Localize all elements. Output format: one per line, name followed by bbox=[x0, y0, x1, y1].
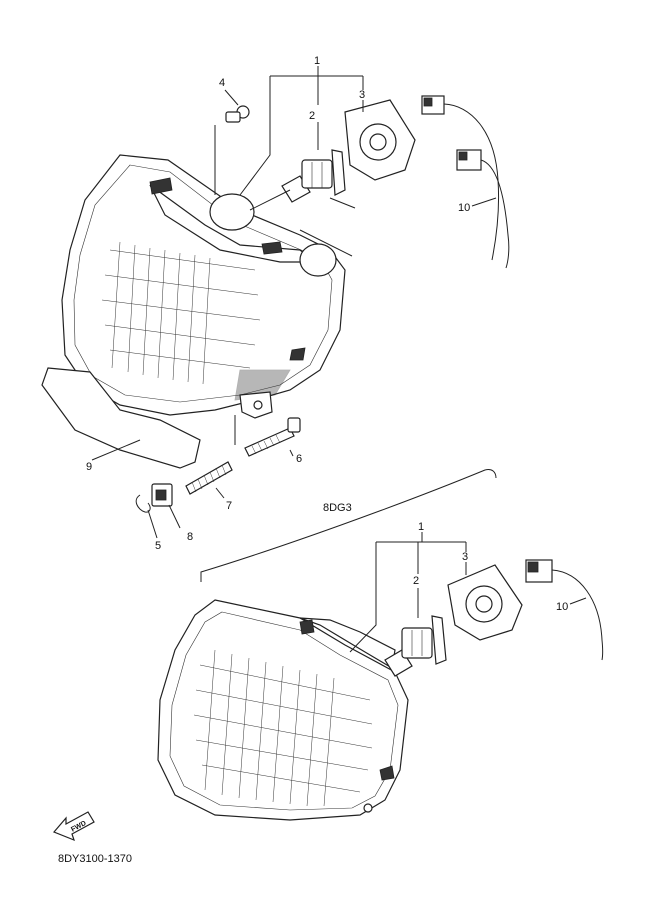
callout-1: 1 bbox=[418, 521, 424, 533]
adjuster-screw bbox=[244, 417, 301, 457]
callout-3: 3 bbox=[359, 89, 365, 101]
part-number: 8DY3100-1370 bbox=[58, 853, 132, 865]
trim-strip bbox=[41, 367, 201, 469]
lower-wiring-harness bbox=[525, 559, 604, 661]
callout-9: 9 bbox=[86, 461, 92, 473]
callout-7: 7 bbox=[226, 500, 232, 512]
upper-bulb bbox=[281, 149, 346, 203]
callout-4: 4 bbox=[219, 77, 225, 89]
lower-bulb bbox=[384, 615, 447, 677]
callout-5: 5 bbox=[155, 540, 161, 552]
callout-8: 8 bbox=[187, 531, 193, 543]
upper-bulb-cover bbox=[344, 99, 416, 181]
upper-leader-lines bbox=[91, 66, 497, 539]
upper-wiring-harness bbox=[421, 95, 510, 269]
lower-headlight-assembly: 1 2 3 10 bbox=[157, 521, 604, 821]
spring bbox=[185, 461, 233, 495]
upper-screw bbox=[225, 105, 250, 123]
upper-headlight-unit bbox=[61, 154, 346, 419]
upper-callout-labels: 1 2 3 4 6 7 8 5 9 10 bbox=[86, 55, 470, 552]
callout-10: 10 bbox=[556, 601, 568, 613]
callout-2: 2 bbox=[309, 110, 315, 122]
upper-headlight-assembly: 1 2 3 4 6 7 8 5 9 10 bbox=[41, 55, 510, 552]
clip-nut bbox=[151, 483, 173, 507]
lower-bulb-cover bbox=[447, 564, 523, 641]
clip bbox=[135, 494, 151, 513]
callout-3: 3 bbox=[462, 551, 468, 563]
variant-divider: 8DG3 bbox=[200, 469, 497, 582]
lower-leader-lines bbox=[349, 532, 587, 653]
callout-2: 2 bbox=[413, 575, 419, 587]
callout-1: 1 bbox=[314, 55, 320, 67]
lower-headlight-unit bbox=[157, 599, 409, 821]
lower-callout-labels: 1 2 3 10 bbox=[413, 521, 568, 613]
callout-10: 10 bbox=[458, 202, 470, 214]
variant-label: 8DG3 bbox=[323, 502, 352, 514]
fwd-arrow-icon: FWD bbox=[52, 811, 95, 842]
callout-6: 6 bbox=[296, 453, 302, 465]
